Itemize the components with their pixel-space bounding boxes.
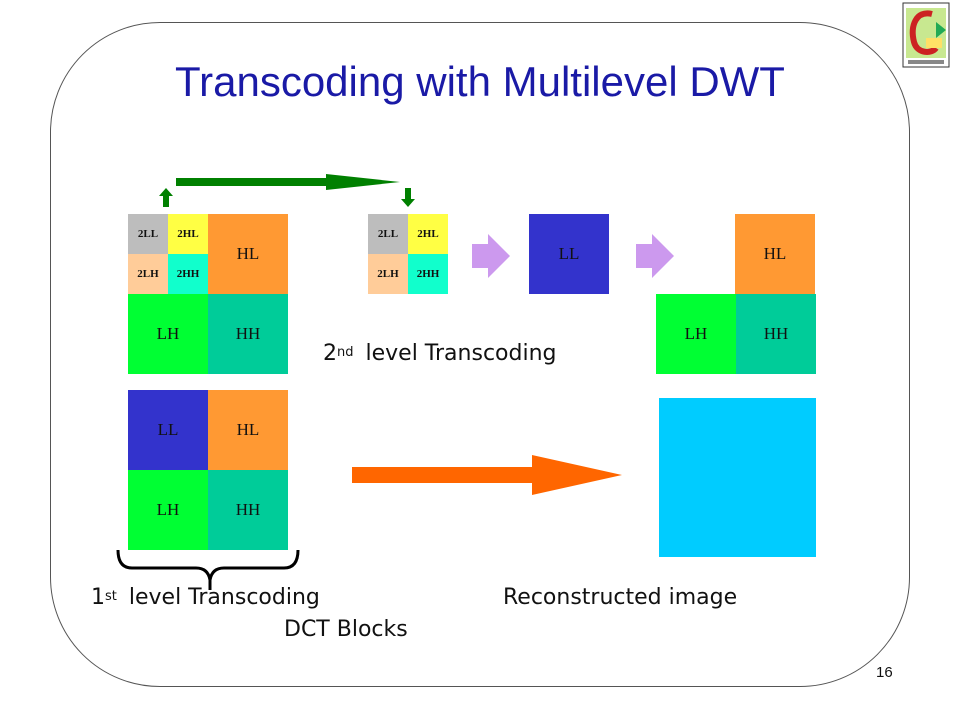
green-up-arrow-icon <box>159 188 173 207</box>
reconstructed-image-label: Reconstructed image <box>503 585 738 610</box>
block-2hl: 2HL <box>168 214 208 254</box>
block-2hh: 2HH <box>408 254 448 294</box>
slide-frame <box>50 22 910 687</box>
first-level-number: 1 <box>91 585 105 610</box>
violet-block-arrow-icon <box>472 234 510 278</box>
block-2lh: 2LH <box>128 254 168 294</box>
block-hh: HH <box>736 294 816 374</box>
block-hh: HH <box>208 470 288 550</box>
first-level-label: 1st level Transcoding <box>91 585 320 610</box>
block-2ll: 2LL <box>368 214 408 254</box>
second-level-text: level Transcoding <box>365 341 557 366</box>
green-down-arrow-icon <box>401 188 415 207</box>
slide-title: Transcoding with Multilevel DWT <box>175 58 785 105</box>
block-ll: LL <box>128 390 208 470</box>
block-2hh: 2HH <box>168 254 208 294</box>
block-2lh: 2LH <box>368 254 408 294</box>
block-hl: HL <box>735 214 815 294</box>
page-number: 16 <box>876 664 893 681</box>
reconstructed-image-block <box>659 398 816 557</box>
second-level-number: 2 <box>323 341 337 366</box>
block-ll: LL <box>529 214 609 294</box>
second-level-label: 2nd level Transcoding <box>323 341 557 366</box>
block-lh: LH <box>128 294 208 374</box>
green-long-arrow-icon <box>176 174 400 190</box>
dct-blocks-label: DCT Blocks <box>284 617 408 642</box>
orange-big-arrow-icon <box>352 455 622 495</box>
first-level-text: level Transcoding <box>128 585 320 610</box>
block-2hl: 2HL <box>408 214 448 254</box>
violet-block-arrow-icon <box>636 234 674 278</box>
block-hh: HH <box>208 294 288 374</box>
block-hl: HL <box>208 390 288 470</box>
c-lab-logo-icon <box>902 2 950 68</box>
second-level-suffix: nd <box>337 345 354 360</box>
block-lh: LH <box>128 470 208 550</box>
block-2ll: 2LL <box>128 214 168 254</box>
curly-brace-icon <box>116 549 300 590</box>
first-level-suffix: st <box>105 589 117 604</box>
block-lh: LH <box>656 294 736 374</box>
block-hl: HL <box>208 214 288 294</box>
